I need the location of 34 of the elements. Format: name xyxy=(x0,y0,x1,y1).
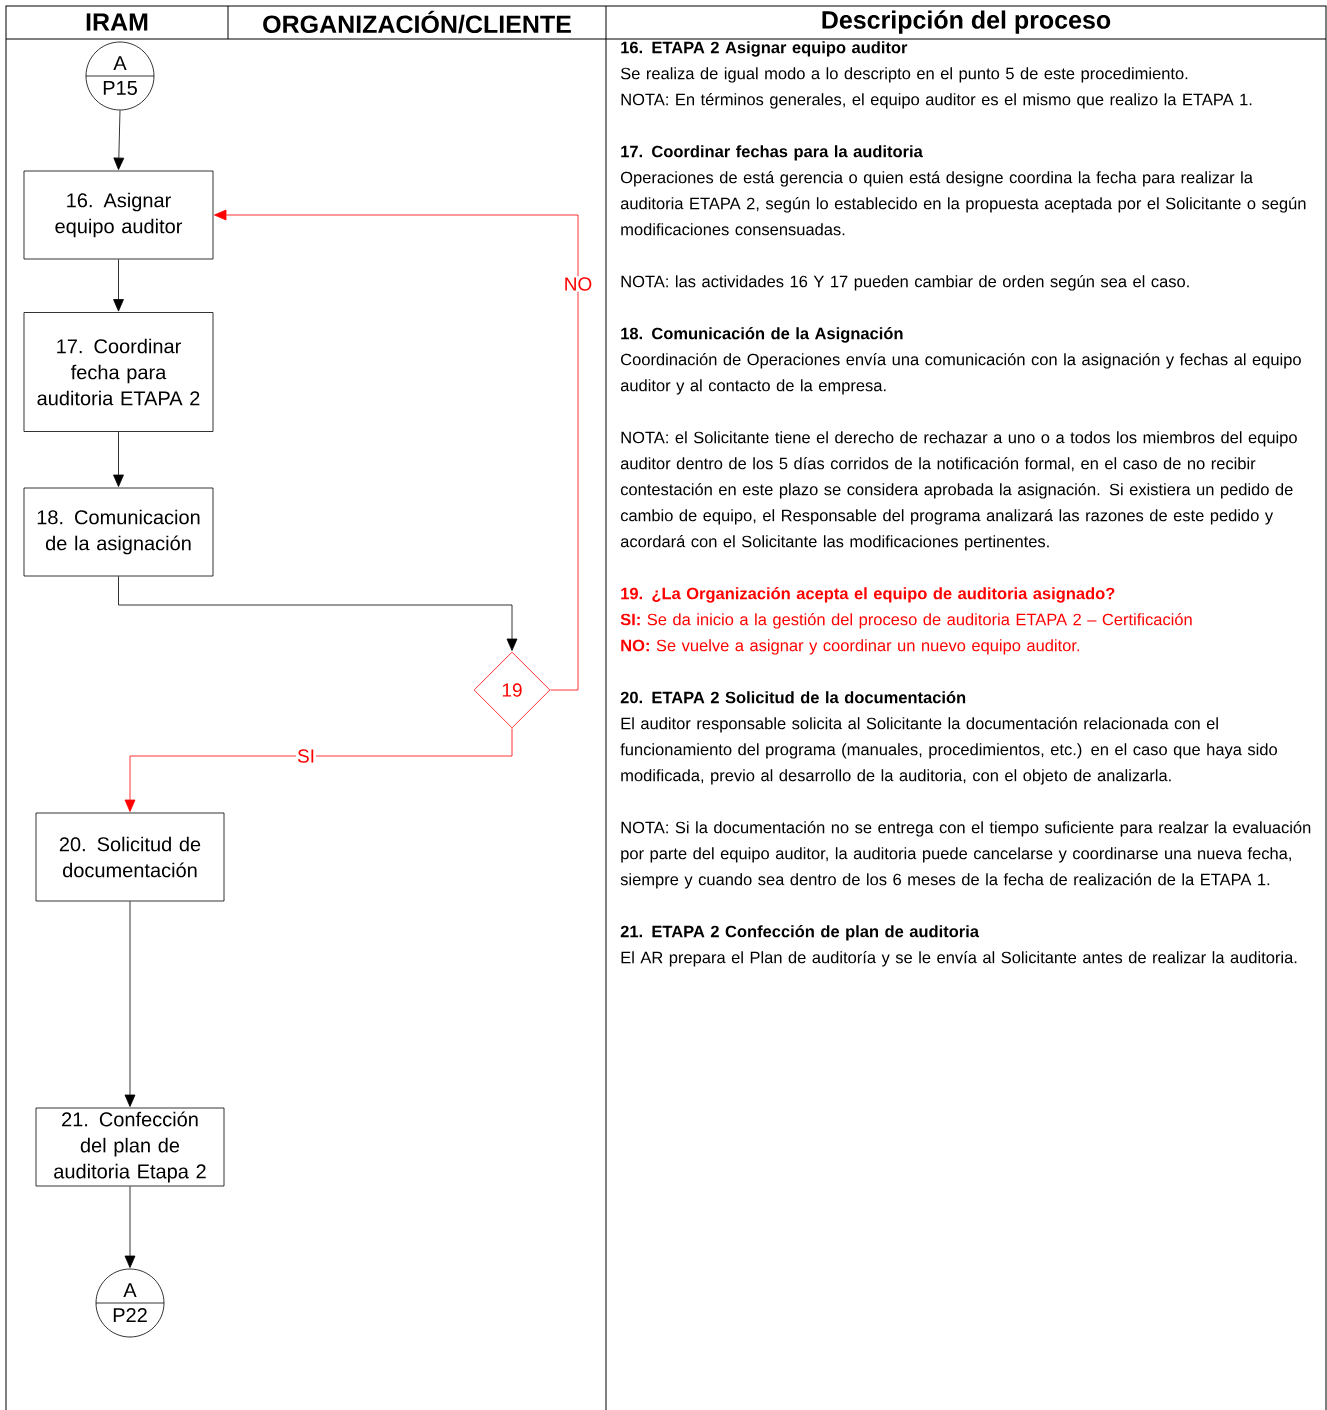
arrow xyxy=(113,110,125,170)
process-box: 18. Comunicacion de la asignación xyxy=(23,487,214,577)
description-text: Coordinación de Operaciones envía una comunicación con la asignación y fechas al equipo auditor y al contacto de la empresa. xyxy=(620,353,1301,395)
section-heading: 19. ¿La Organización acepta el equipo de auditoria asignado? xyxy=(621,587,1115,603)
section-heading: 16. ETAPA 2 Asignar equipo auditor xyxy=(621,41,908,57)
section-heading: 17. Coordinar fechas para la auditoria xyxy=(621,145,923,161)
description-text: SI: Se da inicio a la gestión del proceso de auditoria ETAPA 2 – Certificación xyxy=(620,613,1192,629)
description-text: El auditor responsable solicita al Solicitante la documentación relacionada con el funcionamiento del programa (manuales, procedimientos, etc.) en el caso que haya sido modificada, previo al desarrollo de la auditoria, con el objeto de analizarla. xyxy=(620,717,1277,785)
section-heading: 18. Comunicación de la Asignación xyxy=(621,327,903,343)
arrow xyxy=(124,901,136,1107)
section-heading: 20. ETAPA 2 Solicitud de la documentación xyxy=(620,691,966,704)
arrow xyxy=(124,728,513,812)
edge-label: SI xyxy=(296,748,316,764)
arrow xyxy=(113,431,124,487)
arrow xyxy=(214,209,579,691)
process-box: 17. Coordinar fecha para auditoria ETAPA 2 xyxy=(23,312,214,432)
edge-label: NO xyxy=(562,276,594,292)
note-text: NOTA: las actividades 16 Y 17 pueden cambiar de orden según sea el caso. xyxy=(621,275,1189,291)
arrow xyxy=(124,1186,136,1268)
description-text: NO: Se vuelve a asignar y coordinar un nuevo equipo auditor. xyxy=(621,639,1080,655)
arrow xyxy=(118,576,518,651)
note-text: NOTA: En términos generales, el equipo auditor es el mismo que realizo la ETAPA 1. xyxy=(621,93,1252,109)
description-text: El AR prepara el Plan de auditoría y se le envía al Solicitante antes de realizar la auditoria. xyxy=(621,951,1297,967)
note-text: NOTA: Si la documentación no se entrega con el tiempo suficiente para realzar la evaluación por parte del equipo auditor, la auditoria puede cancelarse y coordinarse una nueva fecha, siempre y cuando sea dentro de los 6 meses de la fecha de realización de la ETAPA 1. xyxy=(620,821,1311,889)
note-text: NOTA: el Solicitante tiene el derecho de rechazar a uno o a todos los miembros del equipo auditor dentro de los 5 días corridos de la notificación formal, en el caso de no recibir contestación en este plazo se considera aprobada la asignación. Si existiera un pedido de cambio de equipo, el Responsable del programa analizará las razones de este pedido y acordará con el Solicitante las modificaciones pertinentes. xyxy=(620,431,1297,551)
column-header: Descripción del proceso xyxy=(822,10,1111,34)
process-box: 21. Confección del plan de auditoria Etapa 2 xyxy=(35,1107,225,1187)
process-box: 16. Asignar equipo auditor xyxy=(23,170,214,260)
process-box: 20. Solicitud de documentación xyxy=(35,812,225,902)
section-heading: 21. ETAPA 2 Confección de plan de auditoria xyxy=(620,925,980,941)
column-header: ORGANIZACIÓN/CLIENTE xyxy=(263,10,571,34)
description-text: Operaciones de está gerencia o quien está designe coordina la fecha para realizar la auditoria ETAPA 2, según lo establecido en la propuesta aceptada por el Solicitante o según modificaciones consensuadas. xyxy=(620,171,1306,236)
description-text: Se realiza de igual modo a lo descripto en el punto 5 de este procedimiento. xyxy=(620,67,1188,83)
arrow xyxy=(113,259,124,312)
